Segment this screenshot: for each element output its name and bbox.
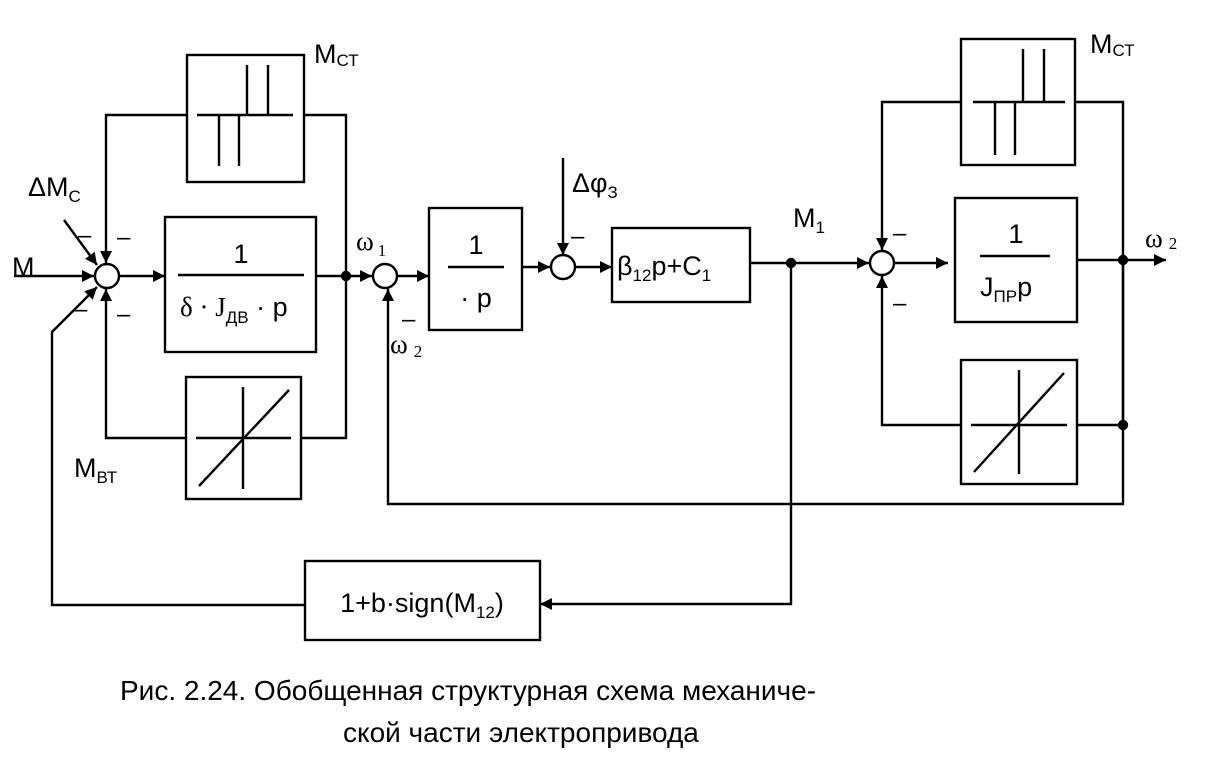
mst-left-block	[185, 53, 306, 184]
right-lower-return	[876, 276, 961, 427]
block-diagram: MСТ MСТ ΔMС M MВТ – – – – 1 δ · JДВ · p …	[12, 29, 1177, 642]
integrator-denominator: · p	[460, 283, 492, 313]
integrator-block	[427, 206, 524, 332]
m-input-label: M	[12, 252, 35, 282]
minus-sign: –	[402, 306, 416, 333]
minus-sign: –	[74, 296, 88, 323]
feedback-block	[303, 559, 542, 642]
feedback-transfer: 1+b·sign(M12)	[340, 588, 504, 622]
delta-phi-label: ΔφЗ	[572, 168, 618, 202]
delta-mc-label: ΔMС	[28, 172, 81, 206]
minus-sign: –	[78, 222, 92, 249]
elastic-transfer: β12p+C1	[617, 251, 711, 285]
summing-junction-1	[93, 262, 121, 290]
load-block	[953, 196, 1079, 324]
delta-mc-line	[63, 219, 98, 266]
figure-caption-line1: Рис. 2.24. Обобщенная структурная схема …	[120, 675, 817, 706]
mst-left-loop	[304, 113, 348, 276]
mvt-return	[100, 289, 186, 440]
motor-denominator: δ · JДВ · p	[180, 292, 288, 327]
summing-junction-2	[371, 262, 399, 290]
integrator-numerator: 1	[468, 230, 483, 260]
motor-numerator: 1	[233, 239, 248, 269]
summing-junction-3	[549, 253, 577, 281]
motor-block	[163, 215, 318, 354]
mst-left-return	[100, 113, 187, 263]
m-st-left-label: MСТ	[314, 39, 359, 70]
m1-feedback-line	[540, 263, 793, 610]
minus-sign: –	[571, 223, 585, 250]
m1-label: M1	[793, 203, 825, 237]
m-vt-label: MВТ	[74, 453, 117, 487]
minus-sign: –	[117, 224, 131, 251]
load-denominator: JПРp	[980, 272, 1032, 306]
mvt-loop	[301, 276, 348, 440]
right-lower-loop	[1077, 260, 1125, 427]
elastic-block	[610, 226, 752, 304]
load-numerator: 1	[1008, 219, 1023, 249]
figure-caption-line2: ской части электропривода	[343, 717, 699, 748]
m-st-right-label: MСТ	[1090, 29, 1135, 60]
mst-right-loop	[1075, 100, 1125, 260]
minus-sign: –	[893, 290, 907, 317]
minus-sign: –	[117, 301, 131, 328]
feedback-sign-line	[50, 286, 305, 607]
summing-junction-4	[868, 249, 896, 277]
minus-sign: –	[893, 220, 907, 247]
mst-right-return	[876, 100, 961, 250]
